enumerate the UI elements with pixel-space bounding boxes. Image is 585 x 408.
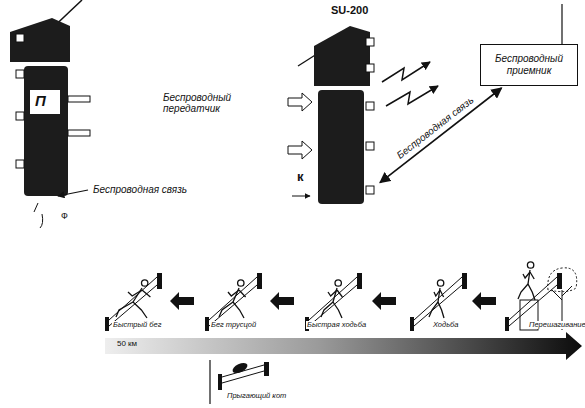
motion-label: Перешагивание [528,321,585,329]
part-name: Ф [60,212,69,222]
node-label: Беспроводный приемник [485,53,573,77]
motion-label: Быстрая ходьба [306,321,367,329]
motion-label: Быстрый бег [112,321,162,329]
motion-label: Бег трусцой [210,321,257,329]
receiver-box: Беспроводный приемник [480,44,578,86]
motion-label: Прыгающий кот [226,392,287,400]
link-label: Беспроводная связь [92,184,188,195]
link-label: Беспроводная связь [393,93,477,162]
motion-label: Ходьба [432,321,460,329]
part-name: к [296,170,305,184]
wireless-link [380,88,502,183]
input-arrows [288,93,312,196]
transmitter-device [10,0,90,228]
sensor-device: SU-200 [306,2,378,212]
wireless-signal [382,62,438,106]
distance-label: 50 км [116,340,138,349]
device-model: SU-200 [330,4,369,16]
speed-bar [105,332,582,360]
device-shape [306,2,378,212]
part-name: Беспроводный передатчик [162,92,240,114]
antenna [561,4,562,44]
motion-scenes [105,262,577,404]
part-name: П [34,93,47,110]
